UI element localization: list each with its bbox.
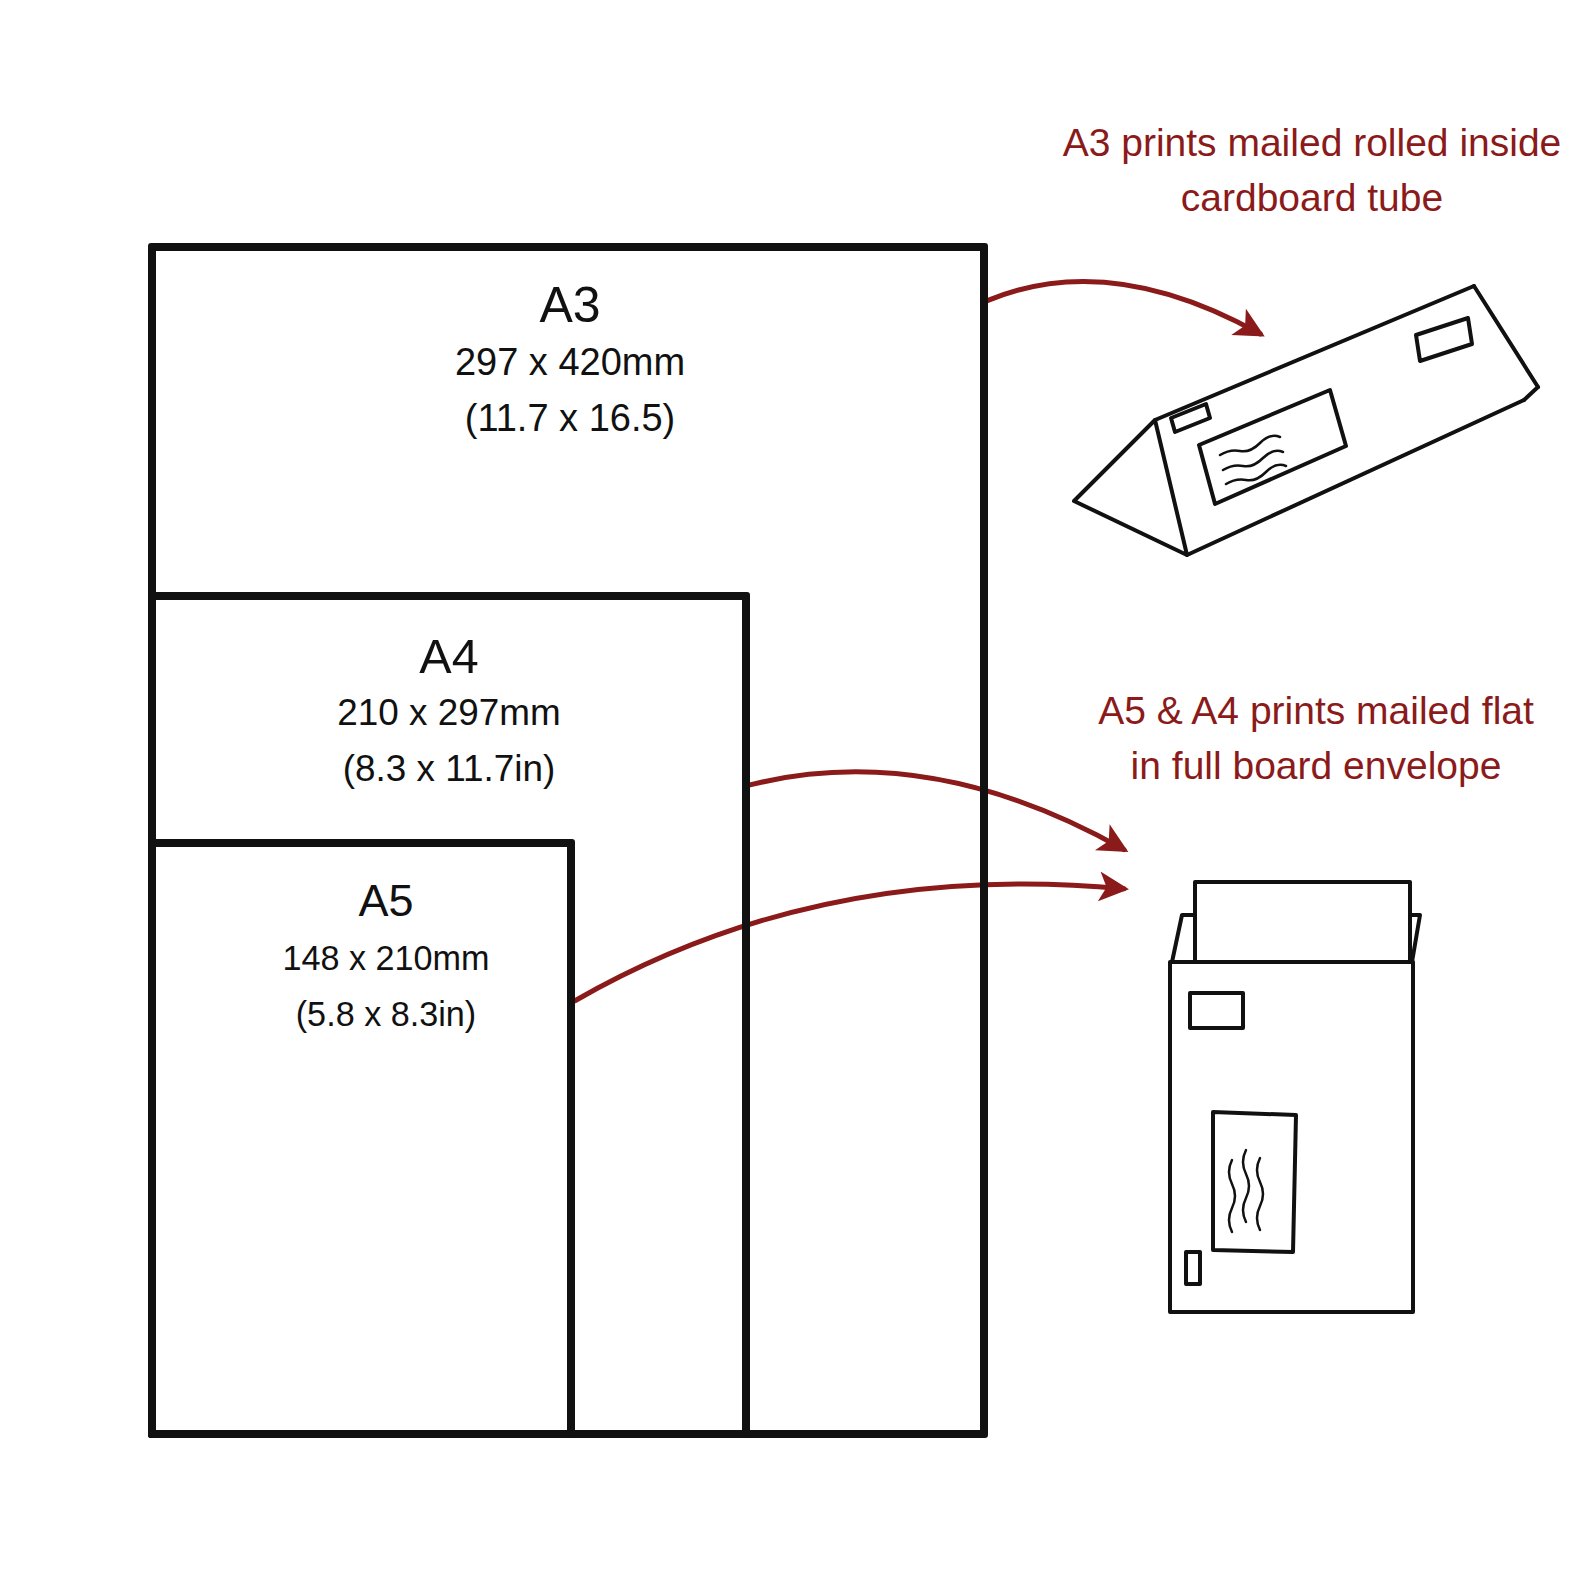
text-column: A3 prints mailed rolled inside cardboard… — [1052, 115, 1572, 225]
text-column: A5148 x 210mm(5.8 x 8.3in) — [86, 872, 686, 1042]
text-column: A4210 x 297mm(8.3 x 11.7in) — [149, 627, 749, 797]
text-column: A5 & A4 prints mailed flat in full board… — [1096, 683, 1536, 793]
paper-size-box: A4210 x 297mm(8.3 x 11.7in) A5148 x 210mm… — [148, 592, 750, 1438]
dimension-label: 148 x 210mm — [86, 930, 686, 986]
mailing-note: A5 & A4 prints mailed flat in full board… — [1096, 683, 1536, 793]
paper-size-box: A3297 x 420mm(11.7 x 16.5)A4210 x 297mm(… — [148, 243, 988, 1438]
mailing-arrow — [575, 884, 1124, 1001]
size-name: A4 — [149, 627, 749, 685]
dimension-label: 297 x 420mm — [270, 334, 870, 390]
size-name: A3 — [270, 276, 870, 334]
board-envelope — [1170, 882, 1420, 1312]
dimension-label: (8.3 x 11.7in) — [149, 741, 749, 797]
dimension-label: 210 x 297mm — [149, 685, 749, 741]
paper-size-box: A5148 x 210mm(5.8 x 8.3in) — [148, 839, 575, 1438]
mailing-option: A5 & A4 prints mailed flat in full board… — [1124, 830, 1424, 1320]
cardboard-tube — [1074, 286, 1538, 555]
mailing-arrow — [988, 281, 1260, 334]
dimension-label: (5.8 x 8.3in) — [86, 986, 686, 1042]
mailing-arrow — [750, 772, 1124, 850]
size-name: A5 — [86, 872, 686, 930]
mailing-option: A3 prints mailed rolled inside cardboard… — [1074, 334, 1540, 565]
mailing-note: A3 prints mailed rolled inside cardboard… — [1052, 115, 1572, 225]
text-column: A3297 x 420mm(11.7 x 16.5) — [270, 276, 870, 446]
dimension-label: (11.7 x 16.5) — [270, 390, 870, 446]
